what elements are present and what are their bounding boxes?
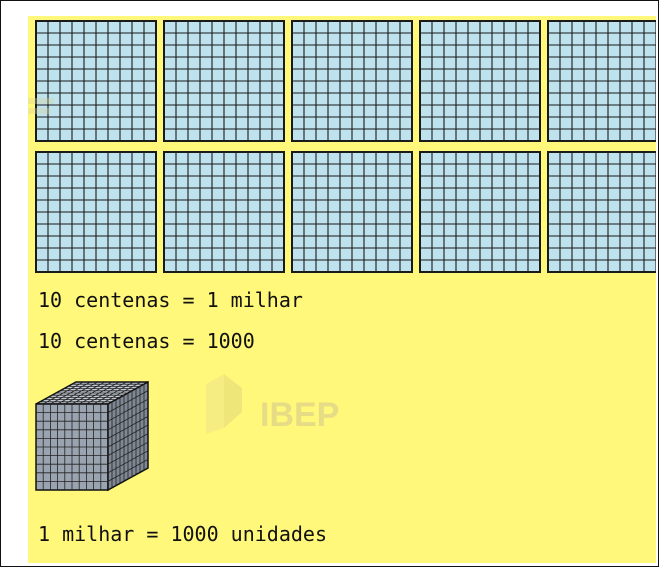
caption-centenas-1000: 10 centenas = 1000 <box>38 329 255 353</box>
yellow-panel: IBEP 10 centenas = 1 milhar 10 centenas … <box>28 16 656 563</box>
hundred-flat <box>547 20 656 142</box>
caption-milhar-unidades: 1 milhar = 1000 unidades <box>38 522 327 546</box>
hundred-flat <box>291 151 413 273</box>
hundreds-flats-group <box>35 20 656 273</box>
hundred-flat <box>163 20 285 142</box>
hundred-flat <box>291 20 413 142</box>
ibep-watermark-text: IBEP <box>260 396 339 434</box>
caption-centenas-milhar: 10 centenas = 1 milhar <box>38 288 303 312</box>
cube-unit-grid <box>36 381 149 490</box>
ibep-logo-icon <box>206 374 242 434</box>
hundred-flat <box>163 151 285 273</box>
hundred-flat <box>35 151 157 273</box>
hundred-flat <box>35 20 157 142</box>
thousand-cube <box>35 380 149 492</box>
base-ten-blocks-drawing: IBEP <box>28 20 656 492</box>
hundred-flat <box>419 20 541 142</box>
hundred-flat <box>419 151 541 273</box>
ibep-logo-fragment-icon <box>28 98 54 114</box>
hundred-flat <box>547 151 656 273</box>
